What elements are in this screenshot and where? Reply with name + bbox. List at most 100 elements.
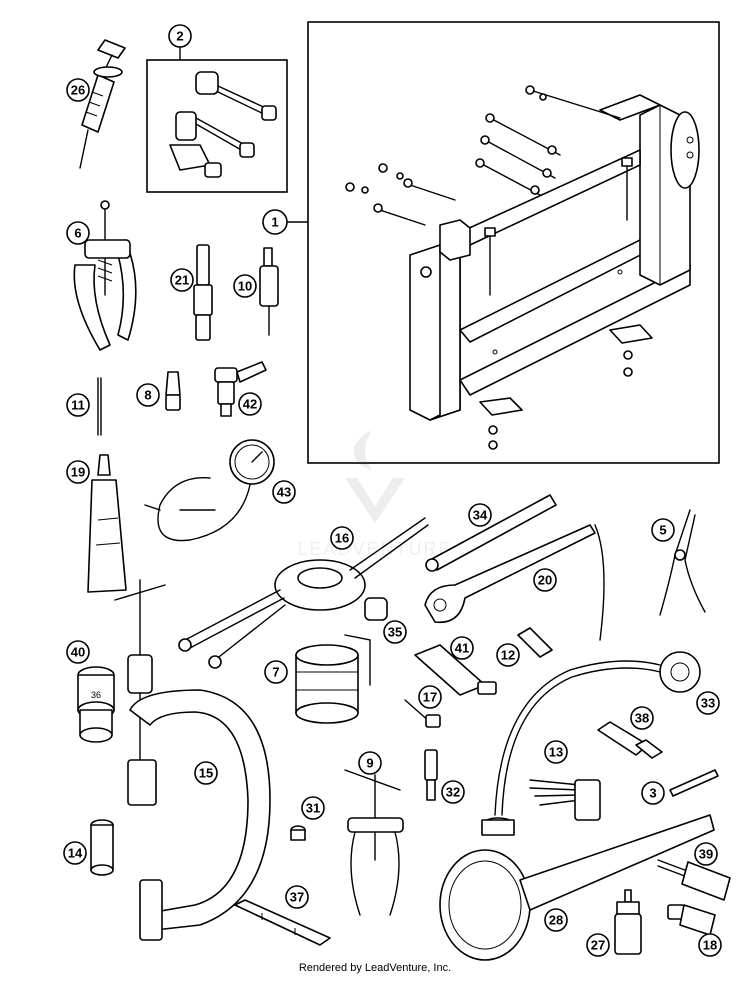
callout-3-label: 3 [649, 786, 656, 801]
piston-ring-compressor: 7 [264, 634, 371, 724]
callout-43-label: 43 [277, 485, 291, 500]
callout-17-label: 17 [423, 690, 437, 705]
callout-33 [696, 691, 720, 715]
watermark-logo: LEADVENTURE [297, 430, 451, 559]
callout-12-label: 12 [501, 648, 515, 663]
footer-credit: Rendered by LeadVenture, Inc. [298, 962, 452, 974]
callout-15 [194, 761, 218, 785]
callout-1-label: 1 [271, 215, 278, 230]
callout-3 [641, 781, 665, 805]
adapter-14: 14 [63, 819, 114, 876]
callout-20-label: 20 [538, 573, 552, 588]
pin-set-group: 2 [146, 24, 288, 193]
drift-tool-21: 21 [170, 244, 213, 341]
callout-39-label: 39 [699, 847, 713, 862]
socket-35: 35 [364, 597, 407, 644]
callout-17 [418, 685, 442, 709]
pin-11: 11 [66, 377, 102, 436]
dial-indicator: 33 [481, 651, 720, 836]
callout-26-label: 26 [71, 83, 85, 98]
pin-set-box [146, 59, 288, 193]
callout-10-label: 10 [238, 279, 252, 294]
callout-13 [544, 740, 568, 764]
callout-6 [66, 221, 90, 245]
callout-1 [262, 209, 288, 235]
callout-15-label: 15 [199, 766, 213, 781]
callout-35-label: 35 [388, 625, 402, 640]
tool-18: 18 [667, 904, 722, 957]
callout-5 [651, 518, 675, 542]
strip-3: 3 [641, 769, 719, 805]
callout-7-label: 7 [272, 665, 279, 680]
callout-28-label: 28 [549, 913, 563, 928]
callout-31 [301, 796, 325, 820]
pin-32: 32 [424, 749, 465, 804]
callout-13-label: 13 [549, 745, 563, 760]
callout-32-label: 32 [446, 785, 460, 800]
socket-size-label: 36 [91, 690, 101, 700]
engine-stand [345, 85, 700, 450]
callout-42-label: 42 [243, 397, 257, 412]
callout-9 [358, 751, 382, 775]
callout-40-label: 40 [71, 645, 85, 660]
callout-27 [586, 933, 610, 957]
callout-21 [170, 268, 194, 292]
socket-40: 36 40 [66, 640, 115, 743]
callout-7 [264, 660, 288, 684]
pressure-gauge: 43 [144, 439, 296, 542]
drift-38: 38 [597, 706, 663, 759]
callout-5-label: 5 [659, 523, 666, 538]
callout-16-label: 16 [335, 531, 349, 546]
callout-34 [468, 503, 492, 527]
callout-10 [233, 274, 257, 298]
feeler-gauge: 13 [529, 740, 601, 821]
grease-syringe: 26 [66, 39, 126, 169]
callout-40 [66, 640, 90, 664]
holding-wrench: 34 20 [424, 494, 605, 641]
callout-41 [450, 636, 474, 660]
extractor-10: 10 [233, 247, 279, 336]
callout-21-label: 21 [175, 273, 189, 288]
adapter-8: 8 [136, 371, 181, 411]
valve-adapter-42: 42 [214, 361, 267, 417]
callout-2-label: 2 [176, 29, 183, 44]
flywheel-holder: 16 [178, 517, 429, 669]
callout-19 [66, 460, 90, 484]
callout-19-label: 19 [71, 465, 85, 480]
cap-31: 31 [290, 796, 325, 841]
threaded-tool-39: 39 [657, 842, 731, 901]
engine-stand-box [307, 21, 720, 464]
callout-39 [694, 842, 718, 866]
engine-stand-group: 1 [262, 21, 720, 464]
callout-34-label: 34 [473, 508, 488, 523]
callout-16 [330, 526, 354, 550]
callout-35 [383, 620, 407, 644]
callout-31-label: 31 [306, 801, 320, 816]
clutch-holder: 28 [439, 814, 715, 961]
callout-8-label: 8 [144, 388, 151, 403]
callout-37 [285, 885, 309, 909]
callout-18 [698, 933, 722, 957]
plate-37: 37 [234, 885, 331, 946]
callout-8 [136, 383, 160, 407]
callout-43 [272, 480, 296, 504]
callout-14-label: 14 [68, 846, 83, 861]
callout-12 [496, 643, 520, 667]
callout-27-label: 27 [591, 938, 605, 953]
callout-2 [168, 24, 192, 48]
callout-26 [66, 78, 90, 102]
pin-tools [169, 71, 277, 178]
callout-14 [63, 841, 87, 865]
callout-32 [441, 780, 465, 804]
bearing-puller: 9 [344, 751, 404, 916]
callout-18-label: 18 [703, 938, 717, 953]
threadlock-bottle: 27 [586, 889, 642, 957]
callout-11 [66, 393, 90, 417]
circlip-pliers: 5 [651, 509, 706, 616]
driver-41: 41 [414, 636, 497, 696]
callout-9-label: 9 [366, 756, 373, 771]
callout-38 [630, 706, 654, 730]
callout-42 [238, 392, 262, 416]
callout-28 [544, 908, 568, 932]
